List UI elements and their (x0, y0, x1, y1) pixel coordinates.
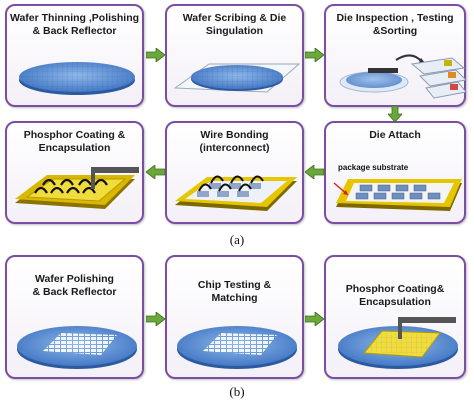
wafer-phosphor-illustration (338, 317, 458, 369)
phosphor-coated-package-illustration (15, 167, 139, 209)
step-label: Wafer Thinning ,Polishing & Back Reflect… (9, 12, 140, 37)
step-wafer-polishing: Wafer Polishing & Back Reflector (5, 255, 144, 379)
step-die-inspection: Die Inspection , Testing &Sorting (324, 4, 468, 107)
arrow-down-icon (388, 106, 402, 122)
arrow-left-icon (305, 165, 325, 179)
arrow-right-icon (305, 312, 325, 326)
wafer-illustration (19, 62, 135, 95)
scribed-wafer-illustration (173, 63, 301, 93)
die-attach-illustration (333, 179, 462, 211)
step-label: Wire Bonding (interconnect) (199, 129, 270, 154)
arrow-right-icon (305, 48, 325, 62)
caption-b: (b) (229, 384, 245, 399)
step-label: Chip Testing & Matching (197, 279, 272, 304)
chip-testing-illustration (177, 326, 297, 369)
step-label: Die Attach (369, 129, 421, 141)
step-wire-bonding: Wire Bonding (interconnect) (165, 121, 304, 224)
step-label: Phosphor Coating& Encapsulation (345, 283, 445, 308)
arrow-right-icon (146, 312, 166, 326)
step-label: Wafer Scribing & Die Singulation (182, 12, 287, 37)
wafer-polishing-illustration (17, 326, 137, 369)
step-label: Phosphor Coating & Encapsulation (23, 129, 126, 154)
step-wafer-thinning: Wafer Thinning ,Polishing & Back Reflect… (5, 4, 144, 107)
arrow-left-icon (146, 165, 166, 179)
step-label: Wafer Polishing & Back Reflector (32, 273, 117, 298)
step-phosphor-coating-b: Phosphor Coating& Encapsulation (324, 255, 466, 379)
package-substrate-note: package substrate (338, 163, 409, 172)
step-wafer-scribing: Wafer Scribing & Die Singulation (165, 4, 304, 107)
caption-a: (a) (229, 232, 245, 247)
die-sorting-illustration (339, 54, 468, 99)
step-die-attach: Die Attach package substrate (324, 121, 466, 224)
step-label: Die Inspection , Testing &Sorting (336, 12, 454, 37)
arrow-right-icon (146, 48, 166, 62)
step-chip-testing: Chip Testing & Matching (165, 255, 304, 379)
wire-bonding-illustration (175, 175, 297, 211)
step-phosphor-coating: Phosphor Coating & Encapsulation (5, 121, 144, 224)
